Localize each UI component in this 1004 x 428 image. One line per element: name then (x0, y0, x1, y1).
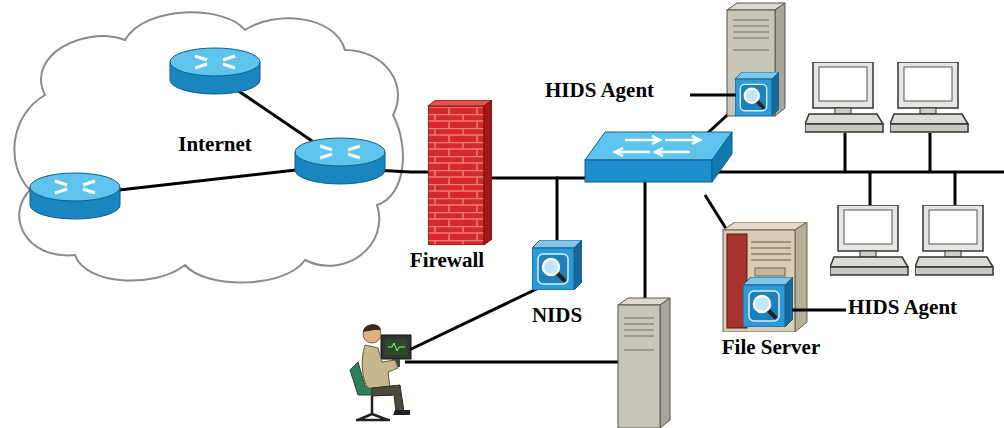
firewall-shape (428, 100, 492, 245)
wire (340, 168, 410, 172)
tower-server (618, 298, 670, 428)
computer-symbol (890, 62, 968, 132)
network-wires (405, 108, 1004, 362)
router-symbol (30, 173, 120, 219)
wire (929, 133, 932, 172)
ids-symbol (532, 240, 582, 290)
firewall-node: Firewall (428, 100, 492, 245)
hids-agent-node: HIDS Agent (540, 72, 780, 116)
device-label: File Server (711, 335, 831, 359)
ids-shape (743, 277, 793, 327)
top-server (727, 3, 785, 116)
wire (644, 180, 647, 305)
lan-bus (715, 171, 1004, 174)
ids-symbol (743, 277, 793, 327)
wire (215, 75, 340, 160)
computer-symbol (805, 62, 883, 132)
router-symbol (295, 138, 385, 184)
wire (844, 133, 847, 172)
computer-symbol (915, 205, 993, 275)
ids-symbol (735, 72, 779, 116)
device-label: Firewall (387, 248, 507, 272)
leader-line (792, 309, 846, 312)
device-label: NIDS (502, 303, 612, 327)
hids-agent-node: HIDS Agent (743, 277, 793, 327)
ids-shape (532, 240, 582, 290)
cloud-node: Internet (5, 5, 410, 290)
firewall-symbol (428, 100, 492, 245)
router-links (75, 75, 410, 195)
switch-symbol (585, 132, 732, 182)
operator-figure (350, 324, 411, 420)
network-link (492, 178, 557, 240)
network-label: Internet (155, 132, 275, 156)
fserver-symbol (723, 222, 807, 332)
device-label: HIDS Agent (848, 295, 1004, 319)
workstations (805, 62, 993, 275)
cloud-symbol (14, 12, 403, 282)
wire (405, 285, 545, 352)
device-label: HIDS Agent (545, 78, 695, 102)
wire (405, 361, 622, 364)
router-symbol (170, 48, 260, 94)
leader-lines (690, 95, 846, 310)
leader-line (690, 94, 736, 97)
ids-shape (735, 72, 779, 116)
file-server-node: File ServerHIDS Agent (715, 222, 815, 357)
wire (75, 165, 340, 195)
computer-symbol (830, 205, 908, 275)
network-link (410, 171, 428, 174)
nids-node: NIDS (532, 240, 582, 290)
